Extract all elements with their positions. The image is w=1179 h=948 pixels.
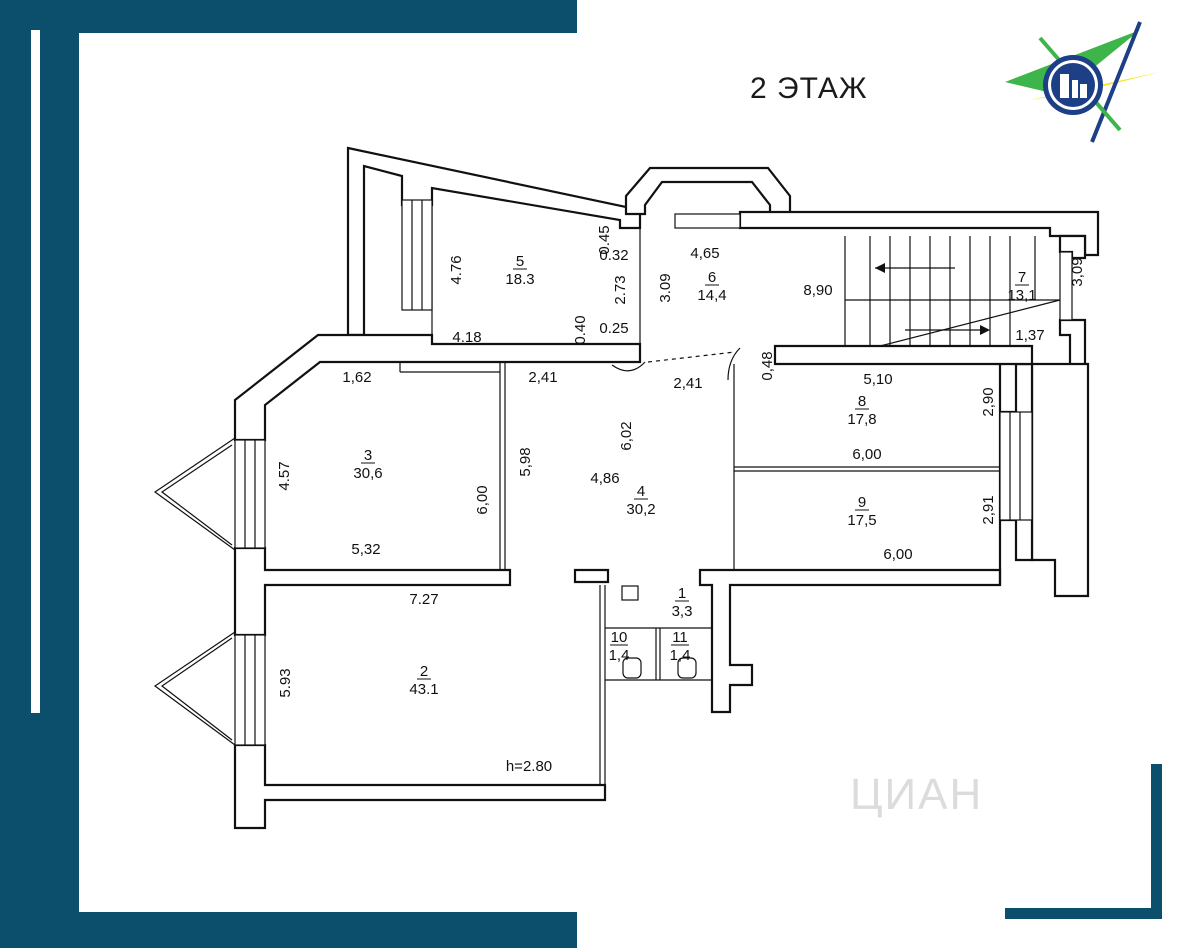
frame-top-bar bbox=[0, 0, 577, 33]
dim-label: 6,00 bbox=[852, 446, 881, 463]
room-6-number: 6 bbox=[708, 269, 716, 286]
dim-label: 4,65 bbox=[690, 245, 719, 262]
dim-label: 6,00 bbox=[883, 546, 912, 563]
dim-label: 5.93 bbox=[277, 668, 294, 697]
room-11-area: 1,4 bbox=[670, 647, 691, 664]
room-10-number: 10 bbox=[611, 629, 628, 646]
frame-bottom-bar bbox=[0, 912, 577, 948]
agency-logo-icon bbox=[1005, 21, 1160, 143]
room-8-number: 8 bbox=[858, 393, 866, 410]
dim-label: 0,48 bbox=[759, 351, 776, 380]
room-1-number: 1 bbox=[678, 585, 686, 602]
dim-label: 2,90 bbox=[980, 387, 997, 416]
room-5-number: 5 bbox=[516, 253, 524, 270]
toilet-icon bbox=[621, 585, 697, 679]
windows bbox=[153, 199, 1073, 746]
room-2-number: 2 bbox=[420, 663, 428, 680]
room-5-area: 18.3 bbox=[505, 271, 534, 288]
watermark: ЦИАН bbox=[850, 770, 984, 819]
dim-label: 0.40 bbox=[572, 315, 589, 344]
dim-label: 1,37 bbox=[1015, 327, 1044, 344]
room-3-area: 30,6 bbox=[353, 465, 382, 482]
dim-label: 2,41 bbox=[673, 375, 702, 392]
room-4-area: 30,2 bbox=[626, 501, 655, 518]
frame-corner-right bbox=[1151, 764, 1162, 919]
frame-inner-line bbox=[31, 30, 40, 713]
dim-label: 0.25 bbox=[599, 320, 628, 337]
dim-label: 5,98 bbox=[517, 447, 534, 476]
dim-label: 7.27 bbox=[409, 591, 438, 608]
room-4-number: 4 bbox=[637, 483, 645, 500]
dimensions: 4.76 4.18 0.45 0.32 2.73 0.40 0.25 3.09 … bbox=[276, 225, 1086, 775]
frame-corner-bottom bbox=[1005, 908, 1162, 919]
dim-label: 1,62 bbox=[342, 369, 371, 386]
dim-label: 2.73 bbox=[612, 275, 629, 304]
room-11-number: 11 bbox=[672, 629, 688, 646]
dim-label: 4,86 bbox=[590, 470, 619, 487]
room-6-area: 14,4 bbox=[697, 287, 726, 304]
dim-label: 0.45 bbox=[596, 225, 613, 254]
staircase bbox=[869, 236, 1061, 347]
room-10-area: 1,4 bbox=[609, 647, 630, 664]
dim-label: 6,02 bbox=[618, 421, 635, 450]
dim-label: 5,10 bbox=[863, 371, 892, 388]
dim-label: 4.76 bbox=[448, 255, 465, 284]
room-2-area: 43.1 bbox=[409, 681, 438, 698]
dim-label: 4.57 bbox=[276, 461, 293, 490]
room-7-number: 7 bbox=[1018, 269, 1026, 286]
room-1-area: 3,3 bbox=[672, 603, 693, 620]
room-9-area: 17,5 bbox=[847, 512, 876, 529]
room-7-area: 13,1 bbox=[1007, 287, 1036, 304]
ceiling-height: h=2.80 bbox=[506, 758, 552, 775]
dim-label: 5,32 bbox=[351, 541, 380, 558]
dim-label: 0.32 bbox=[599, 247, 628, 264]
dim-label: 2,91 bbox=[980, 495, 997, 524]
dim-label: 3,09 bbox=[1069, 257, 1086, 286]
room-3-number: 3 bbox=[364, 447, 372, 464]
dim-label: 8,90 bbox=[803, 282, 832, 299]
dim-label: 6,00 bbox=[474, 485, 491, 514]
dim-label: 2,41 bbox=[528, 369, 557, 386]
room-8-area: 17,8 bbox=[847, 411, 876, 428]
room-9-number: 9 bbox=[858, 494, 866, 511]
floor-title: 2 ЭТАЖ bbox=[750, 72, 868, 105]
dim-label: 3.09 bbox=[657, 273, 674, 302]
walls bbox=[233, 146, 1100, 830]
dim-label: 4.18 bbox=[452, 329, 481, 346]
room-labels: 5 18.3 6 14,4 7 13,1 3 30,6 4 30,2 8 17,… bbox=[353, 253, 1036, 698]
